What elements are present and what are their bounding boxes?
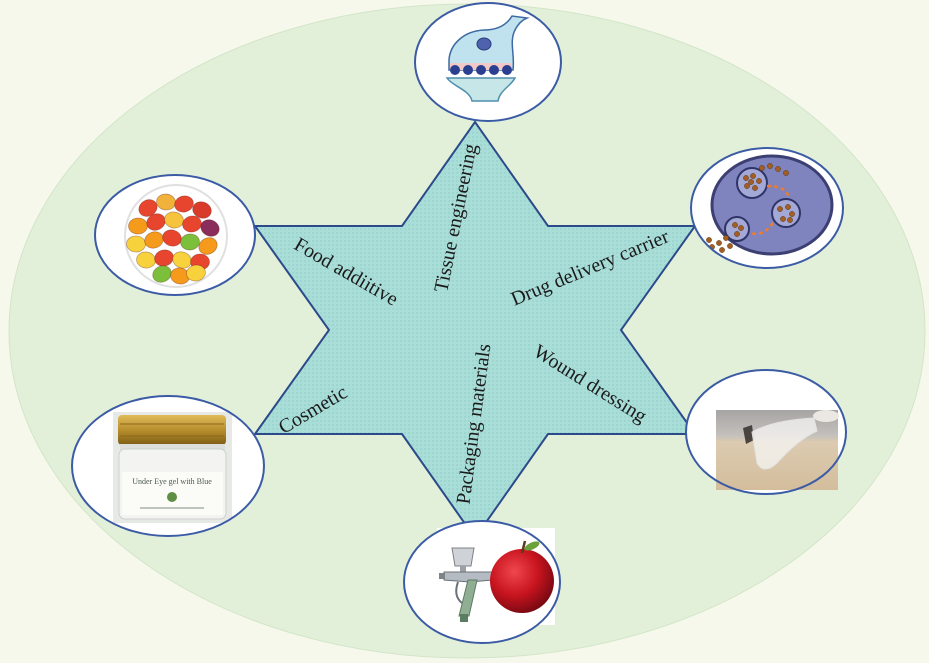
gummy-candy: [152, 265, 172, 283]
vesicle: [771, 198, 801, 228]
node-drug-delivery-carrier: [690, 147, 844, 269]
drug-particle: [756, 178, 762, 184]
gummy-candy-bowl-icon: [124, 184, 228, 288]
node-tissue-engineering: [414, 2, 562, 122]
drug-particle: [780, 216, 786, 222]
receptor: [463, 65, 473, 75]
circle-frame: [71, 395, 265, 537]
gummy-candy: [198, 237, 218, 255]
receptor: [502, 65, 512, 75]
jar-label-tree-logo: [167, 492, 177, 502]
circle-frame: [94, 174, 256, 296]
drug-particle: [787, 217, 793, 223]
vesicle: [724, 216, 750, 242]
gummy-candy: [154, 249, 174, 267]
gummy-candy: [126, 235, 146, 253]
apple-body: [490, 549, 554, 613]
drug-particle: [783, 170, 789, 176]
wound-dressing-film-icon: [716, 410, 839, 490]
gummy-candy: [186, 264, 206, 282]
gummy-candy: [180, 233, 200, 251]
spray-gun-air-inlet: [460, 614, 468, 622]
gummy-candy: [192, 201, 212, 219]
transport-arrow: [750, 222, 775, 236]
gloved-hand: [813, 410, 839, 422]
receptor: [489, 65, 499, 75]
jar-label-text: Under Eye gel with Blue: [132, 477, 212, 486]
spray-gun-nozzle: [439, 573, 445, 579]
apple-stem: [520, 540, 527, 554]
circle-frame: [685, 369, 847, 495]
node-packaging-materials: [403, 520, 561, 644]
drug-particle: [789, 211, 795, 217]
drug-particle: [734, 231, 740, 237]
dark-tool: [743, 425, 754, 444]
drug-particle: [732, 222, 738, 228]
cosmetic-jar-icon: Under Eye gel with Blue: [113, 412, 232, 523]
transport-arrow: [766, 184, 791, 199]
drug-carrier-cell-icon: [706, 154, 834, 256]
spray-gun-trigger: [455, 581, 463, 604]
node-food-additive: [94, 174, 256, 296]
spray-gun-icon: [439, 547, 493, 622]
apple-icon: [490, 540, 554, 613]
node-wound-dressing: [685, 369, 847, 495]
node-cosmetic: Under Eye gel with Blue: [71, 395, 265, 537]
gummy-candy: [146, 213, 166, 231]
drug-particle: [767, 163, 773, 169]
drug-particle: [750, 173, 756, 179]
gummy-candy: [200, 219, 220, 237]
gummy-candy: [128, 217, 148, 235]
drug-particle: [785, 204, 791, 210]
circle-frame: [690, 147, 844, 269]
synapse-icon: [445, 15, 530, 102]
synaptic-vesicle: [476, 37, 492, 51]
drug-particle: [759, 165, 765, 171]
spray-gun-handle: [458, 579, 478, 617]
spray-gun-cup: [451, 547, 475, 567]
circle-frame: [414, 2, 562, 122]
drug-particle: [706, 237, 712, 243]
transparent-film: [751, 417, 818, 470]
drug-particle: [744, 183, 750, 189]
receptor: [476, 65, 486, 75]
gummy-candy: [138, 199, 158, 217]
drug-particle: [723, 235, 729, 241]
gummy-candy: [174, 195, 194, 213]
spray-coated-apple-icon: [437, 528, 555, 625]
drug-particle: [716, 240, 722, 246]
drug-particle: [748, 179, 754, 185]
drug-particle: [743, 175, 749, 181]
drug-particle: [719, 247, 725, 253]
spray-gun-neck: [460, 566, 466, 572]
drug-particle: [727, 243, 733, 249]
gummy-candy: [182, 215, 202, 233]
jar-lid: [118, 415, 226, 445]
apple-leaf: [524, 541, 540, 551]
drug-particle: [775, 166, 781, 172]
drug-particle: [738, 225, 744, 231]
postsynaptic-membrane: [445, 77, 517, 102]
jar-neck: [120, 444, 225, 450]
drug-particle: [777, 206, 783, 212]
circle-frame: [403, 520, 561, 644]
drug-particle: [752, 185, 758, 191]
receptor: [450, 65, 460, 75]
